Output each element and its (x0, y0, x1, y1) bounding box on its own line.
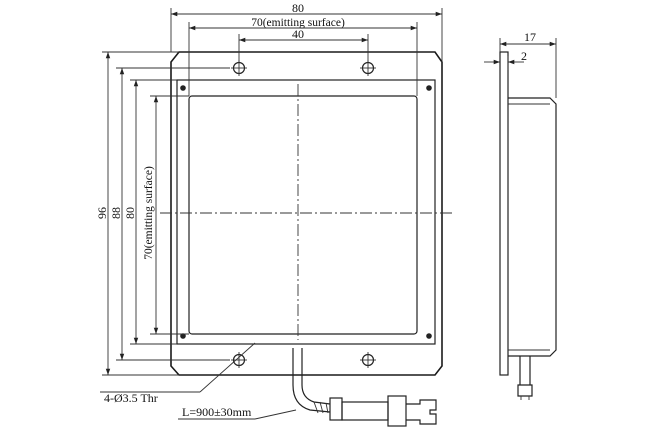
corner-screw-icon (180, 333, 186, 339)
side-housing (508, 97, 557, 357)
mounting-hole-icon (231, 352, 247, 368)
dim-flange: 2 (521, 49, 527, 63)
side-plate (499, 51, 509, 376)
dim-height-88: 88 (109, 207, 123, 219)
cable-connector (292, 348, 437, 427)
mounting-hole-icon (360, 60, 376, 76)
note-holes: 4-Ø3.5 Thr (104, 391, 158, 405)
dim-overall-width: 80 (292, 1, 304, 15)
dim-emitting-width: 70(emitting surface) (251, 17, 345, 29)
mounting-hole-icon (231, 60, 247, 76)
front-view (160, 51, 452, 427)
side-view: 17 2 (484, 30, 557, 400)
mounting-hole-icon (360, 352, 376, 368)
corner-screw-icon (180, 85, 186, 91)
dim-height-80: 80 (123, 207, 137, 219)
side-cable (517, 356, 533, 397)
dim-emitting-height: 70(emitting surface) (143, 166, 155, 260)
corner-screw-icon (426, 333, 432, 339)
dim-hole-spacing: 40 (292, 27, 304, 41)
front-dimensions: 80 70(emitting surface) 40 96 88 80 70(e… (95, 1, 443, 376)
dim-depth: 17 (524, 30, 536, 44)
inner-frame (176, 79, 436, 345)
emitting-surface (188, 95, 418, 335)
corner-screw-icon (426, 85, 432, 91)
dim-overall-height: 96 (95, 207, 109, 219)
outer-plate (170, 51, 443, 376)
note-cable-length: L=900±30mm (182, 405, 252, 419)
notes: 4-Ø3.5 Thr L=900±30mm (100, 342, 297, 420)
